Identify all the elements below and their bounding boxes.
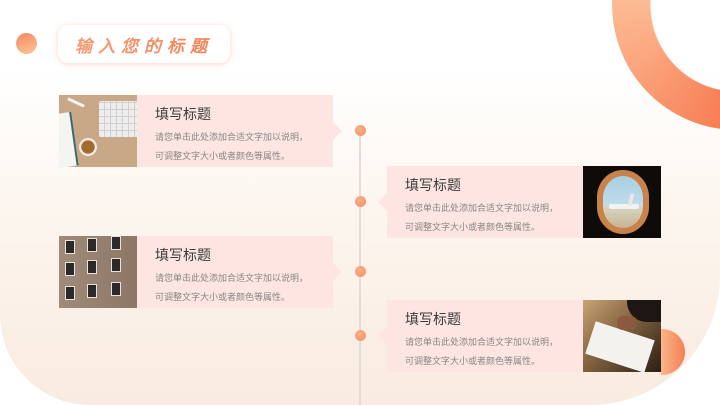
title-bullet-dot-icon bbox=[16, 33, 37, 54]
photo-window-pane bbox=[65, 286, 75, 300]
card-desc-line-2[interactable]: 可调整文字大小或者颜色等属性。 bbox=[405, 223, 541, 233]
photo-keyboard bbox=[99, 101, 137, 137]
photo-notebook bbox=[59, 111, 79, 167]
desk-photo bbox=[59, 95, 137, 167]
photo-window-pane bbox=[111, 258, 121, 272]
card-title[interactable]: 填写标题 bbox=[155, 107, 211, 123]
photo-plane-body bbox=[609, 204, 639, 209]
timeline-dot-4 bbox=[355, 330, 366, 341]
airplane-window-photo bbox=[583, 166, 661, 238]
timeline-dot-2 bbox=[355, 196, 366, 207]
photo-earbuds bbox=[67, 97, 85, 108]
timeline-dot-3 bbox=[355, 266, 366, 277]
timeline-card-3[interactable]: 填写标题 请您单击此处添加合适文字加以说明， 可调整文字大小或者颜色等属性。 bbox=[59, 236, 342, 308]
card-text-panel: 填写标题 请您单击此处添加合适文字加以说明， 可调整文字大小或者颜色等属性。 bbox=[137, 236, 342, 308]
timeline-dot-1 bbox=[355, 125, 366, 136]
card-desc-line-1[interactable]: 请您单击此处添加合适文字加以说明， bbox=[155, 274, 309, 284]
timeline-card-2[interactable]: 填写标题 请您单击此处添加合适文字加以说明， 可调整文字大小或者颜色等属性。 bbox=[378, 166, 661, 238]
card-desc-line-1[interactable]: 请您单击此处添加合适文字加以说明， bbox=[405, 338, 559, 348]
timeline-card-1[interactable]: 填写标题 请您单击此处添加合适文字加以说明， 可调整文字大小或者颜色等属性。 bbox=[59, 95, 342, 167]
photo-coffee-cup bbox=[79, 138, 97, 156]
card-desc-line-2[interactable]: 可调整文字大小或者颜色等属性。 bbox=[155, 293, 291, 303]
photo-window-pane bbox=[87, 238, 97, 252]
card-title[interactable]: 填写标题 bbox=[155, 248, 211, 264]
card-title[interactable]: 填写标题 bbox=[405, 178, 461, 194]
card-text-panel: 填写标题 请您单击此处添加合适文字加以说明， 可调整文字大小或者颜色等属性。 bbox=[378, 166, 583, 238]
card-desc-line-1[interactable]: 请您单击此处添加合适文字加以说明， bbox=[405, 204, 559, 214]
photo-shadow bbox=[627, 300, 661, 322]
card-desc-line-1[interactable]: 请您单击此处添加合适文字加以说明， bbox=[155, 133, 309, 143]
card-desc-line-2[interactable]: 可调整文字大小或者颜色等属性。 bbox=[155, 152, 291, 162]
card-text-panel: 填写标题 请您单击此处添加合适文字加以说明， 可调整文字大小或者颜色等属性。 bbox=[137, 95, 342, 167]
photo-window-pane bbox=[111, 236, 121, 250]
photo-window-pane bbox=[87, 260, 97, 274]
photo-window-pane bbox=[87, 284, 97, 298]
photo-window-pane bbox=[65, 240, 75, 254]
building-photo bbox=[59, 236, 137, 308]
timeline-card-4[interactable]: 填写标题 请您单击此处添加合适文字加以说明， 可调整文字大小或者颜色等属性。 bbox=[378, 300, 661, 372]
card-title[interactable]: 填写标题 bbox=[405, 312, 461, 328]
title-box[interactable]: 输入您的标题 bbox=[58, 25, 230, 63]
photo-window-pane bbox=[111, 282, 121, 296]
photo-hand bbox=[617, 316, 637, 330]
card-desc-line-2[interactable]: 可调整文字大小或者颜色等属性。 bbox=[405, 357, 541, 367]
photo-window-pane bbox=[65, 262, 75, 276]
slide-title: 输入您的标题 bbox=[75, 32, 213, 57]
writing-photo bbox=[583, 300, 661, 372]
photo-window-glass bbox=[603, 176, 643, 228]
card-text-panel: 填写标题 请您单击此处添加合适文字加以说明， 可调整文字大小或者颜色等属性。 bbox=[378, 300, 583, 372]
